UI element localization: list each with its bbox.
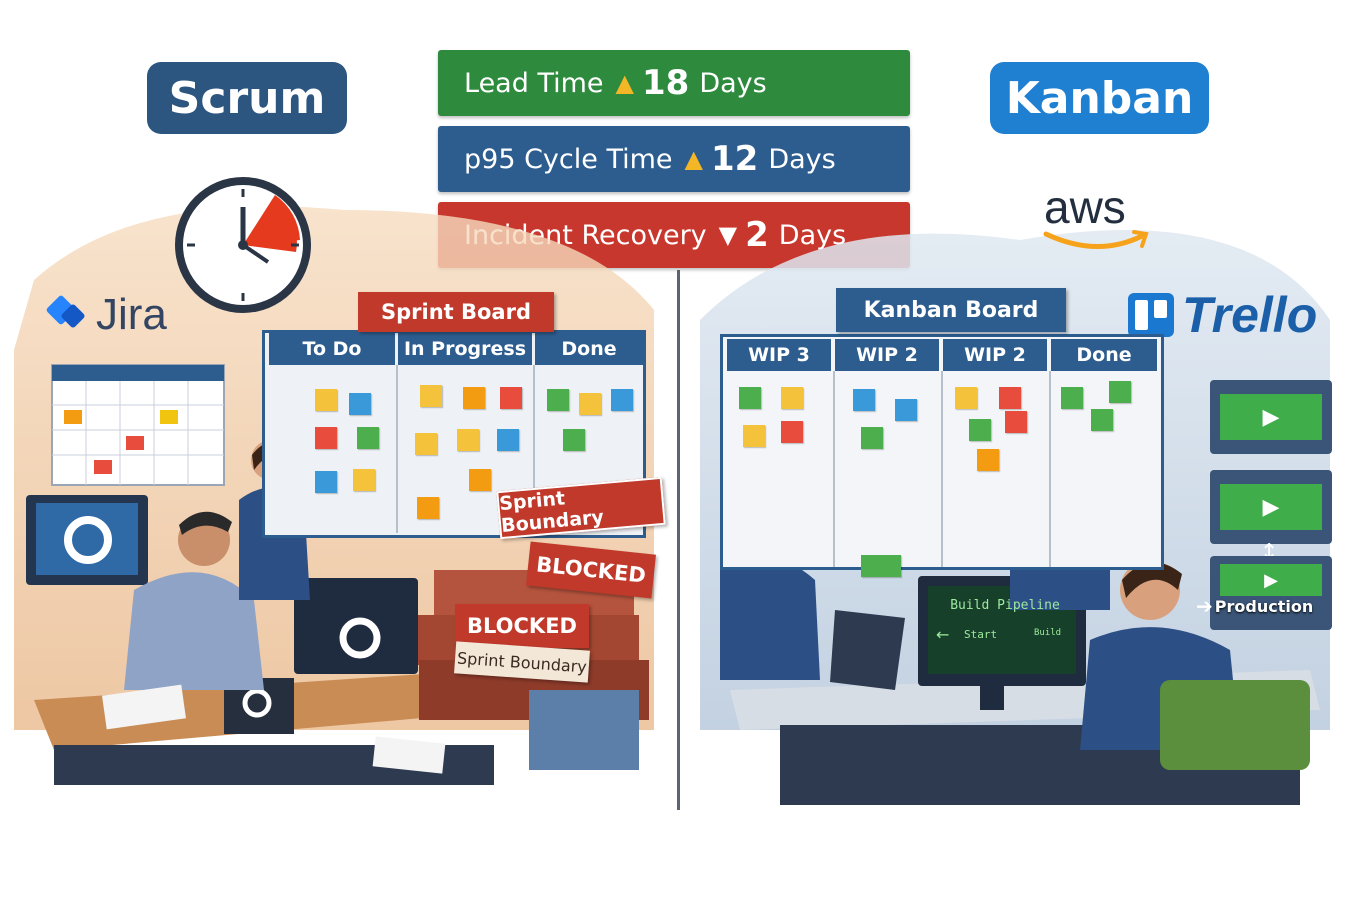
sticky-note xyxy=(977,449,999,471)
sticky-note xyxy=(853,389,875,411)
aws-smile-icon xyxy=(1043,230,1149,249)
sticky-note xyxy=(457,429,479,451)
metric-lead-time: Lead Time ▲ 18 Days xyxy=(438,50,910,116)
arrow-left-icon: ← xyxy=(936,625,950,644)
sticky-note xyxy=(999,387,1021,409)
divider xyxy=(677,270,680,810)
sticky-note xyxy=(353,469,375,491)
board-column-header: Done xyxy=(1051,339,1157,371)
pipeline-stage: ▶ xyxy=(1210,470,1332,544)
sticky-note xyxy=(547,389,569,411)
production-label: Production xyxy=(1214,596,1314,616)
column-divider xyxy=(1049,371,1051,567)
clock-icon xyxy=(175,177,311,313)
sticky-note xyxy=(497,429,519,451)
sticky-note xyxy=(415,433,437,455)
sticky-note xyxy=(315,427,337,449)
sticky-note xyxy=(743,425,765,447)
sticky-note xyxy=(563,429,585,451)
board-column-header: WIP 2 xyxy=(943,339,1047,371)
metric-unit: Days xyxy=(699,67,767,99)
sticky-note xyxy=(861,555,901,577)
scrum-title: Scrum xyxy=(147,62,347,134)
aws-logo: aws xyxy=(1040,181,1152,262)
sticky-note xyxy=(969,419,991,441)
kanban-board-title: Kanban Board xyxy=(836,288,1066,332)
column-divider xyxy=(396,365,398,533)
trello-icon xyxy=(1128,293,1174,337)
column-divider xyxy=(533,365,535,533)
pipeline-build-label: Build xyxy=(1034,628,1062,638)
sticky-note xyxy=(357,427,379,449)
trello-label: Trello xyxy=(1182,287,1318,343)
column-divider xyxy=(833,371,835,567)
play-icon: ▶ xyxy=(1220,564,1322,596)
board-column-header: To Do xyxy=(269,333,395,365)
board-column-header: In Progress xyxy=(398,333,532,365)
metric-unit: Days xyxy=(768,143,836,175)
sticky-note xyxy=(955,387,977,409)
pipeline-stage: ▶ xyxy=(1210,556,1332,630)
sticky-note xyxy=(781,387,803,409)
pipeline-stage: ▶ xyxy=(1210,380,1332,454)
metric-p95-cycle-time: p95 Cycle Time ▲ 12 Days xyxy=(438,126,910,192)
metric-label: p95 Cycle Time xyxy=(464,143,673,175)
sticky-note xyxy=(611,389,633,411)
build-pipeline-title: Build Pipeline xyxy=(950,598,1060,613)
sticky-note xyxy=(1091,409,1113,431)
pipeline-start-label: Start xyxy=(964,628,998,641)
play-icon: ▶ xyxy=(1220,394,1322,440)
aws-label: aws xyxy=(1044,181,1126,233)
kanban-board: WIP 3 WIP 2 WIP 2 Done xyxy=(720,334,1164,577)
sticky-note xyxy=(349,393,371,415)
sticky-note xyxy=(315,471,337,493)
sprint-board-title: Sprint Board xyxy=(358,292,554,332)
sticky-note xyxy=(739,387,761,409)
sticky-note xyxy=(579,393,601,415)
production-label-row: ➔ Production xyxy=(1196,594,1313,618)
up-arrow-icon: ▲ xyxy=(684,145,703,173)
up-arrow-icon: ▲ xyxy=(615,69,634,97)
sticky-note xyxy=(781,421,803,443)
metric-value: 12 xyxy=(711,139,759,179)
down-arrow-icon: ▼ xyxy=(718,221,738,249)
sticky-note xyxy=(1005,411,1027,433)
column-divider xyxy=(941,371,943,567)
sticky-note xyxy=(469,469,491,491)
trello-logo: Trello xyxy=(1126,286,1317,344)
sticky-note xyxy=(500,387,522,409)
metric-value: 2 xyxy=(745,215,769,255)
blocked-tag: BLOCKED xyxy=(455,604,589,648)
metric-label: Lead Time xyxy=(464,67,604,99)
board-column-header: Done xyxy=(535,333,643,365)
kanban-title: Kanban xyxy=(990,62,1209,134)
jira-logo: Jira xyxy=(44,290,167,340)
sticky-note xyxy=(463,387,485,409)
sticky-note xyxy=(861,427,883,449)
board-column-header: WIP 2 xyxy=(835,339,939,371)
jira-icon xyxy=(46,295,85,328)
sticky-note xyxy=(895,399,917,421)
arrow-right-icon: ➔ xyxy=(1196,594,1213,618)
play-icon: ▶ xyxy=(1220,484,1322,530)
sticky-note xyxy=(1061,387,1083,409)
sticky-note xyxy=(1109,381,1131,403)
board-column-header: WIP 3 xyxy=(727,339,831,371)
jira-label: Jira xyxy=(96,290,167,339)
sticky-note xyxy=(315,389,337,411)
sticky-note xyxy=(420,385,442,407)
sticky-note xyxy=(417,497,439,519)
sprint-board: To Do In Progress Done xyxy=(262,330,646,538)
metric-value: 18 xyxy=(642,63,690,103)
